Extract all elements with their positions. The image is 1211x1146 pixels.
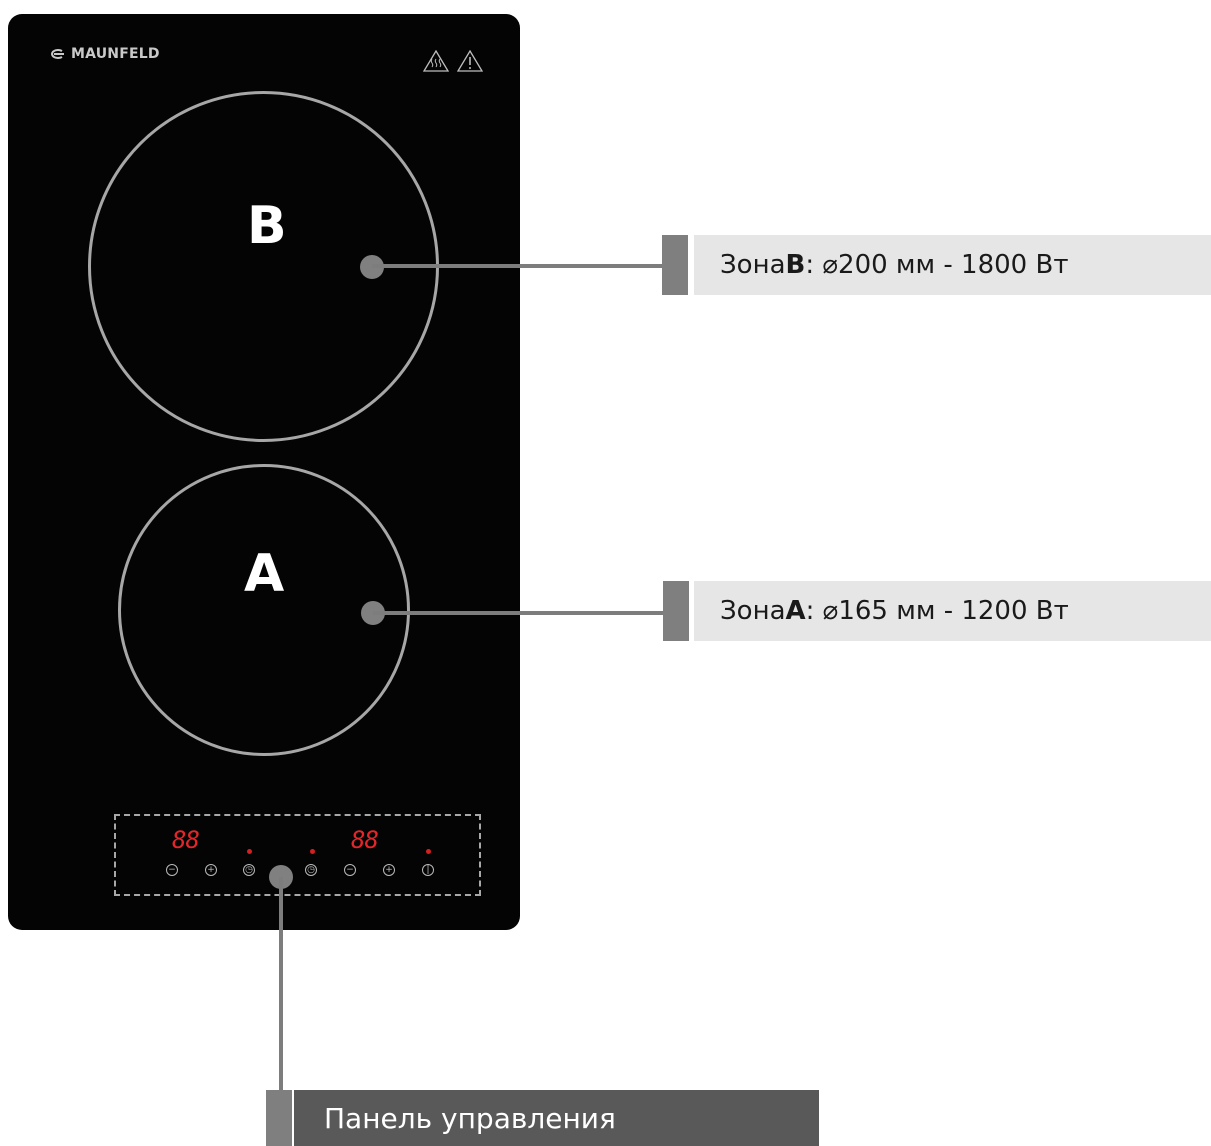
zone-a-callout-spec: : ⌀165 мм - 1200 Вт	[805, 596, 1069, 626]
zone-a-callout: Зона A : ⌀165 мм - 1200 Вт	[694, 581, 1211, 641]
indicator-led	[247, 849, 252, 854]
plus-icon[interactable]: +	[205, 864, 217, 876]
panel-callout-tab	[266, 1090, 292, 1146]
zone-b-callout-tab	[662, 235, 688, 295]
indicator-led	[426, 849, 431, 854]
power-icon[interactable]: |	[422, 864, 434, 876]
brand-mark-icon	[51, 49, 64, 59]
control-panel-callout: Панель управления	[294, 1090, 819, 1146]
timer-icon[interactable]: ◷	[305, 864, 317, 876]
zone-b-callout-prefix: Зона	[720, 250, 786, 280]
timer-icon[interactable]: ◷	[243, 864, 255, 876]
minus-icon[interactable]: −	[344, 864, 356, 876]
zone-a-letter: A	[244, 544, 285, 604]
control-panel-frame	[114, 814, 481, 896]
cooking-zone-a-ring	[118, 464, 410, 756]
zone-b-callout-spec: : ⌀200 мм - 1800 Вт	[805, 250, 1069, 280]
zone-a-callout-letter: A	[785, 596, 806, 626]
zone-a-callout-tab	[663, 581, 689, 641]
brand-logo: MAUNFELD	[48, 46, 160, 62]
zone-b-callout-letter: B	[785, 250, 806, 280]
caution-warning-icon	[457, 50, 483, 72]
panel-leader-line	[279, 877, 283, 1090]
right-display: 88	[351, 826, 379, 854]
left-display: 88	[172, 826, 200, 854]
zone-b-letter: B	[247, 196, 287, 256]
zone-b-leader-line	[372, 264, 662, 268]
brand-name: MAUNFELD	[71, 46, 160, 62]
minus-icon[interactable]: −	[166, 864, 178, 876]
hot-surface-warning-icon	[423, 50, 449, 72]
zone-a-leader-line	[373, 611, 663, 615]
zone-a-callout-prefix: Зона	[720, 596, 786, 626]
zone-b-callout: Зона B : ⌀200 мм - 1800 Вт	[694, 235, 1211, 295]
plus-icon[interactable]: +	[383, 864, 395, 876]
indicator-led	[310, 849, 315, 854]
